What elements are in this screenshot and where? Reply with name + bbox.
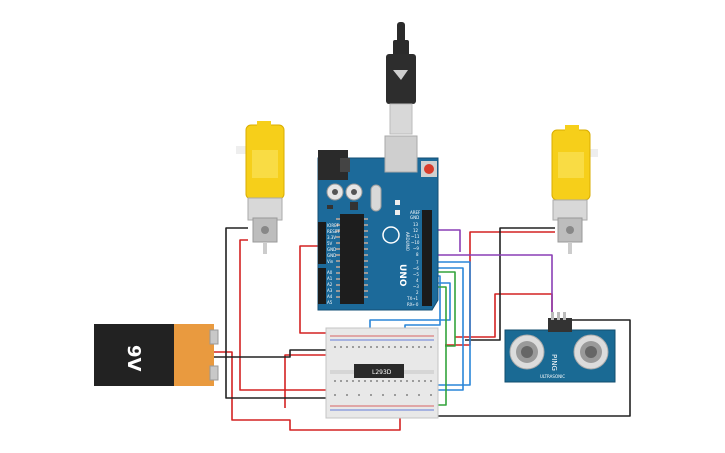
- analog-pin-labels: A0 A1 A2 A3 A4 A5: [327, 270, 333, 305]
- svg-text:3.3V: 3.3V: [327, 235, 336, 240]
- breadboard-holes: [334, 346, 432, 396]
- 9v-battery[interactable]: 9V: [94, 324, 219, 386]
- svg-text:IOREF: IOREF: [327, 223, 340, 228]
- sensor-caption: ULTRASONIC: [540, 374, 565, 379]
- svg-text:GND: GND: [410, 215, 419, 220]
- svg-text:A3: A3: [327, 288, 333, 293]
- left-gear-motor[interactable]: [236, 121, 285, 254]
- right-gear-motor[interactable]: [551, 125, 598, 254]
- usb-icon: [393, 70, 408, 80]
- svg-text:GND: GND: [327, 247, 336, 252]
- atmega-chip: [340, 214, 364, 304]
- svg-text:~3: ~3: [413, 284, 419, 289]
- digital-header: [422, 210, 432, 306]
- wire-green-1[interactable]: [430, 271, 456, 347]
- svg-text:GND: GND: [327, 253, 336, 258]
- svg-text:4: 4: [416, 278, 419, 283]
- battery-label: 9V: [123, 345, 144, 372]
- svg-text:A0: A0: [327, 270, 333, 275]
- digital-pin-labels: AREF GND 13 12 ~11 ~10 ~9 8 7 ~6 ~5 4 ~3…: [406, 210, 421, 307]
- reset-button[interactable]: [424, 164, 434, 174]
- uno-label: UNO: [397, 264, 407, 287]
- svg-text:7: 7: [416, 260, 419, 265]
- l293d-driver-chip[interactable]: [354, 364, 404, 378]
- arduino-logo-text: ARDUINO: [405, 232, 410, 251]
- svg-text:~9: ~9: [413, 246, 419, 251]
- svg-text:A1: A1: [327, 276, 333, 281]
- svg-text:AREF: AREF: [410, 210, 421, 215]
- svg-text:TX→1: TX→1: [406, 296, 419, 301]
- svg-text:5V: 5V: [327, 241, 333, 246]
- svg-text:A4: A4: [327, 294, 333, 299]
- wire-black-left-motor[interactable]: [225, 227, 350, 399]
- power-header: [318, 222, 326, 264]
- svg-text:~11: ~11: [411, 234, 420, 239]
- usb-cable[interactable]: [386, 22, 416, 135]
- wire-black-battery[interactable]: [213, 349, 336, 358]
- svg-text:2: 2: [416, 290, 419, 295]
- l293d-label: L293D: [372, 369, 392, 376]
- arduino-uno-board[interactable]: ARDUINO UNO: [317, 135, 439, 311]
- svg-text:8: 8: [416, 252, 419, 257]
- svg-text:12: 12: [413, 228, 419, 233]
- ultrasonic-sensor[interactable]: PING ULTRASONIC: [504, 312, 616, 383]
- wire-purple-2[interactable]: [430, 254, 553, 320]
- svg-text:~5: ~5: [413, 272, 419, 277]
- wire-purple-1[interactable]: [430, 229, 461, 252]
- svg-text:A5: A5: [327, 300, 333, 305]
- svg-text:A2: A2: [327, 282, 333, 287]
- usb-port: [384, 135, 418, 173]
- power-pin-labels: IOREF RESET 3.3V 5V GND GND Vin: [327, 223, 340, 264]
- analog-header: [318, 268, 326, 304]
- atmega-pins: [336, 218, 368, 298]
- svg-text:~6: ~6: [413, 266, 419, 271]
- arduino-infinity-icon: [382, 226, 400, 244]
- wire-black-right-motor[interactable]: [465, 227, 555, 341]
- svg-text:RESET: RESET: [327, 229, 340, 234]
- breadboard[interactable]: L293D: [325, 327, 439, 419]
- sensor-name-label: PING: [550, 354, 558, 371]
- svg-text:13: 13: [413, 222, 419, 227]
- svg-text:RX←0: RX←0: [407, 302, 419, 307]
- svg-text:Vin: Vin: [327, 259, 334, 264]
- wire-red-arduino-5v[interactable]: [299, 245, 336, 334]
- wire-red-rail[interactable]: [284, 354, 330, 408]
- wire-red-left-motor[interactable]: [239, 239, 350, 391]
- svg-text:~10: ~10: [411, 240, 420, 245]
- wire-red-battery[interactable]: [213, 351, 401, 431]
